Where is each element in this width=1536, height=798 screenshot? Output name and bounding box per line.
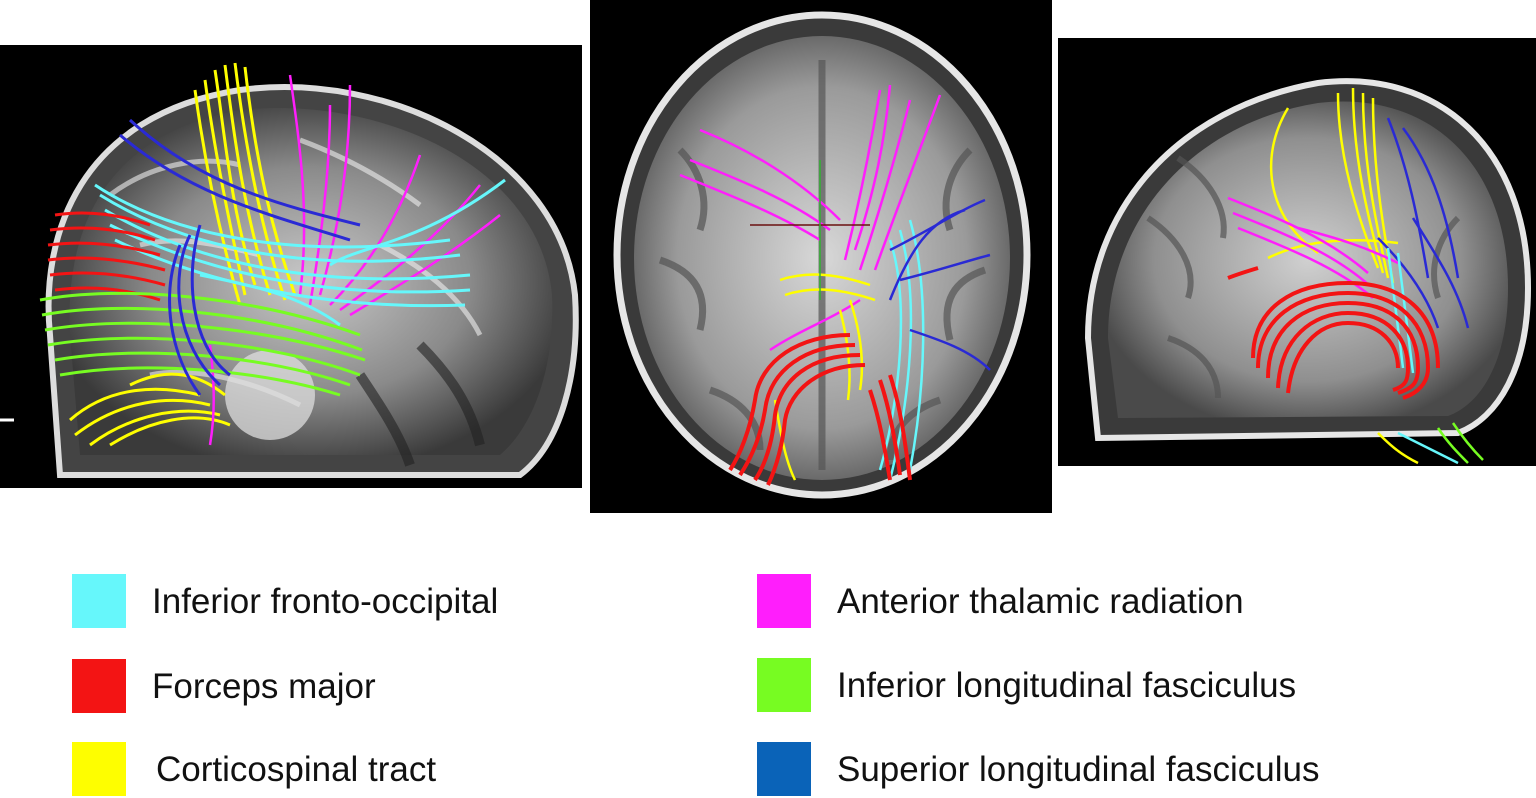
brain-tissue [1108, 101, 1508, 418]
legend-label: Inferior longitudinal fasciculus [837, 666, 1297, 705]
legend-swatch [72, 574, 126, 628]
legend-swatch [72, 659, 126, 713]
legend-swatch [757, 574, 811, 628]
legend-swatch [757, 742, 811, 796]
legend-swatch [757, 658, 811, 712]
legend-swatch [72, 742, 126, 796]
oblique-brain-image [1058, 38, 1536, 466]
legend-label: Corticospinal tract [156, 750, 437, 789]
sagittal-brain-image [0, 45, 582, 488]
oblique-tractography [1084, 78, 1532, 465]
axial-brain-image [590, 0, 1052, 513]
legend-label: Superior longitudinal fasciculus [837, 750, 1320, 789]
axial-tractography [613, 11, 1031, 499]
legend-label: Forceps major [152, 667, 376, 706]
sagittal-tractography [0, 62, 579, 478]
legend-label: Anterior thalamic radiation [837, 582, 1244, 621]
legend-label: Inferior fronto-occipital [152, 582, 499, 621]
